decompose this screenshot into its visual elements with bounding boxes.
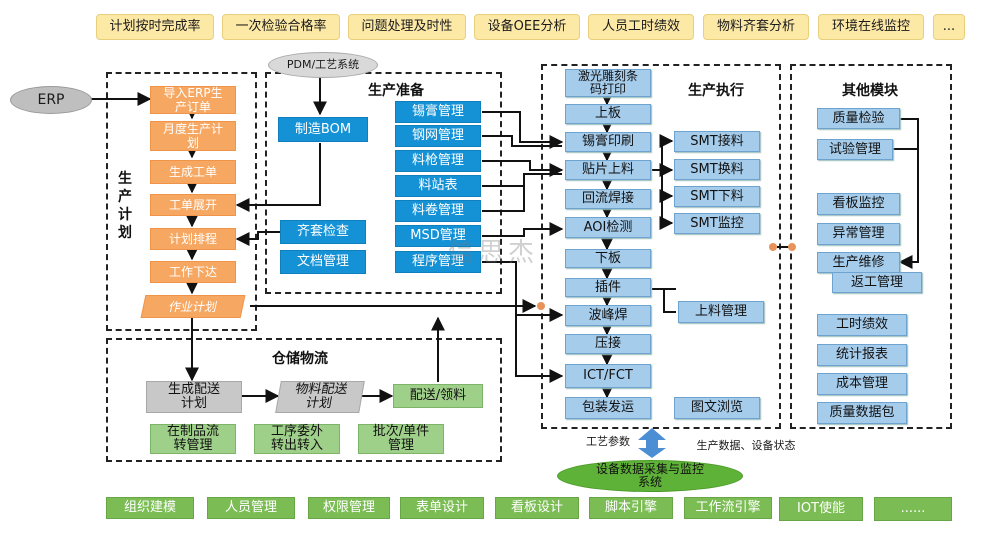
prep-program[interactable]: 程序管理 [395,251,481,273]
base-script-engine[interactable]: 脚本引擎 [589,497,673,519]
ware-delivery-pick[interactable]: 配送/领料 [393,384,483,408]
exec-laser-marking[interactable]: 激光雕刻条码打印 [565,69,651,97]
kpi-plan-ontime[interactable]: 计划按时完成率 [96,14,214,40]
plan-job-plan[interactable]: 作业计划 [140,295,246,318]
exec-board-unload[interactable]: 下板 [565,249,651,268]
plan-work-release[interactable]: 工作下达 [150,261,236,283]
kpi-oee[interactable]: 设备OEE分析 [474,14,580,40]
exec-smt-mount[interactable]: 贴片上料 [565,160,651,180]
base-user-mgmt[interactable]: 人员管理 [207,497,295,519]
prep-solder-paste[interactable]: 锡膏管理 [395,101,481,123]
label-production-data: 生产数据、设备状态 [696,439,796,452]
other-cost[interactable]: 成本管理 [817,373,907,395]
other-title: 其他模块 [842,83,898,99]
plan-title: 生产计划 [118,171,132,241]
plan-expand-workorder[interactable]: 工单展开 [150,194,236,216]
exec-wave-solder[interactable]: 波峰焊 [565,305,651,326]
prep-msd[interactable]: MSD管理 [395,225,481,247]
ware-section [106,338,502,462]
prep-doc-mgmt[interactable]: 文档管理 [280,250,366,274]
base-org-modeling[interactable]: 组织建模 [106,497,194,519]
prep-feeder[interactable]: 料枪管理 [395,150,481,172]
base-kanban-designer[interactable]: 看板设计 [495,497,579,519]
prep-stencil[interactable]: 钢网管理 [395,125,481,147]
plan-scheduling[interactable]: 计划排程 [150,228,236,250]
watermark: 信思杰 [448,238,539,268]
exec-smt-splice[interactable]: SMT接料 [674,131,760,152]
kpi-kitting-analysis[interactable]: 物料齐套分析 [703,14,809,40]
other-quality-package[interactable]: 质量数据包 [817,402,907,424]
ware-batch-unit[interactable]: 批次/单件管理 [358,424,444,454]
plan-generate-workorder[interactable]: 生成工单 [150,160,236,184]
pdm-system[interactable]: PDM/工艺系统 [268,52,378,78]
plan-monthly[interactable]: 月度生产计划 [150,121,236,151]
base-iot-enable[interactable]: IOT使能 [779,497,863,521]
other-rework[interactable]: 返工管理 [832,272,922,293]
exec-doc-view[interactable]: 图文浏览 [674,397,760,419]
erp-system[interactable]: ERP [10,86,92,114]
prep-bom[interactable]: 制造BOM [278,117,368,142]
kpi-issue-timeliness[interactable]: 问题处理及时性 [348,14,466,40]
other-kanban[interactable]: 看板监控 [817,193,900,215]
exec-reflow[interactable]: 回流焊接 [565,189,651,209]
plan-section [106,72,257,331]
exec-press-fit[interactable]: 压接 [565,334,651,354]
ware-outsourcing[interactable]: 工序委外转出转入 [254,424,340,454]
exec-smt-unload[interactable]: SMT下料 [674,186,760,207]
base-more[interactable]: ...... [874,497,952,521]
exec-aoi[interactable]: AOI检测 [565,217,651,238]
base-form-designer[interactable]: 表单设计 [400,497,484,519]
other-quality-inspection[interactable]: 质量检验 [817,108,900,129]
ware-wip-transfer[interactable]: 在制品流转管理 [150,424,236,454]
exec-paste-print[interactable]: 锡膏印刷 [565,132,651,152]
plan-import-erp-order[interactable]: 导入ERP生产订单 [150,86,236,114]
data-collection-system[interactable]: 设备数据采集与监控系统 [557,460,743,492]
ware-title: 仓储物流 [272,351,328,367]
prep-station-table[interactable]: 料站表 [395,175,481,197]
prep-kitting-check[interactable]: 齐套检查 [280,220,366,244]
other-test-mgmt[interactable]: 试验管理 [817,139,893,160]
base-workflow-engine[interactable]: 工作流引擎 [684,497,772,519]
ware-material-delivery-plan[interactable]: 物料配送计划 [275,381,365,413]
kpi-more[interactable]: ... [933,14,965,40]
kpi-labor-efficiency[interactable]: 人员工时绩效 [588,14,694,40]
prep-reel[interactable]: 料卷管理 [395,200,481,222]
kpi-env-monitoring[interactable]: 环境在线监控 [818,14,924,40]
other-labor-performance[interactable]: 工时绩效 [817,314,907,336]
prep-title: 生产准备 [368,83,424,99]
exec-smt-monitor[interactable]: SMT监控 [674,213,760,234]
exec-ict-fct[interactable]: ICT/FCT [565,364,651,388]
other-repair[interactable]: 生产维修 [817,252,900,273]
kpi-first-pass-yield[interactable]: 一次检验合格率 [222,14,340,40]
ware-generate-delivery-plan[interactable]: 生成配送计划 [146,381,242,413]
exec-insertion[interactable]: 插件 [565,278,651,297]
other-exception[interactable]: 异常管理 [817,223,900,245]
label-process-params: 工艺参数 [586,435,630,448]
exec-feed-mgmt[interactable]: 上料管理 [678,301,764,323]
exec-board-load[interactable]: 上板 [565,104,651,124]
exec-pack-ship[interactable]: 包装发运 [565,397,651,419]
exec-smt-change[interactable]: SMT换料 [674,159,760,180]
other-stat-report[interactable]: 统计报表 [817,344,907,366]
exec-title: 生产执行 [688,83,744,99]
base-permission-mgmt[interactable]: 权限管理 [308,497,390,519]
prep-section [265,72,502,294]
